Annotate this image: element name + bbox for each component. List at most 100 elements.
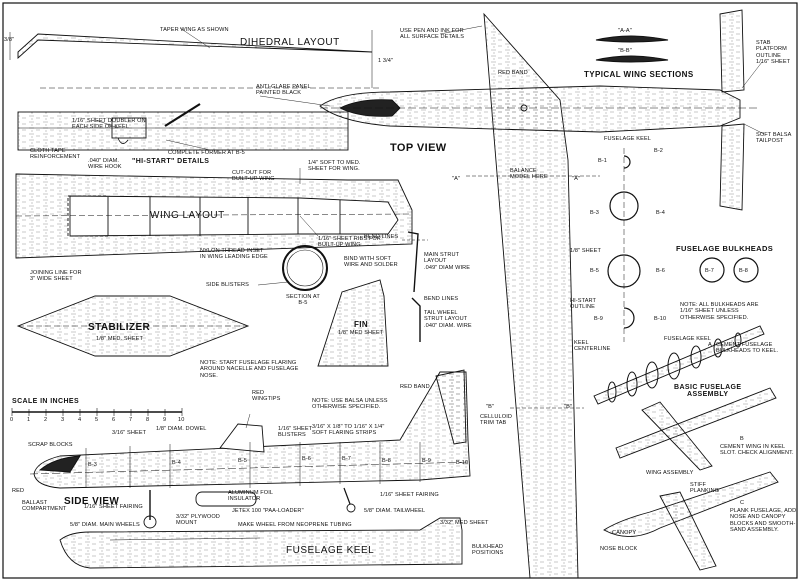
bulkhead-shapes xyxy=(607,148,759,342)
cut-marker-b-right: "B" xyxy=(564,404,573,410)
dim-dihedral-left: 3/8" xyxy=(4,37,15,43)
note-wire-hook: .040" DIAM. WIRE HOOK xyxy=(88,158,122,171)
step-b-marker: B xyxy=(740,436,744,442)
fin-material: 1/8" MED SHEET xyxy=(338,330,384,336)
side-b4: B-4 xyxy=(172,460,182,466)
note-pen-ink: USE PEN AND INK FOR ALL SURFACE DETAILS xyxy=(400,28,465,41)
note-bend-lines-1: BEND LINES xyxy=(364,234,399,240)
side-view-drawing xyxy=(29,369,471,529)
note-cloth-tape: CLOTH TAPE REINFORCEMENT xyxy=(30,148,81,161)
note-sheet-doubler: 1/16" SHEET DOUBLER ON EACH SIDE OF KEEL xyxy=(72,118,146,131)
side-view-title: SIDE VIEW xyxy=(64,496,120,507)
hi-start-title: "HI-START" DETAILS xyxy=(132,158,210,165)
note-fuselage-keel-top: FUSELAGE KEEL xyxy=(604,136,652,142)
side-b9: B-9 xyxy=(422,458,432,464)
scale-tick-2: 2 xyxy=(44,417,48,423)
note-plank-fuselage: PLANK FUSELAGE, ADD NOSE AND CANOPY BLOC… xyxy=(730,508,797,534)
bulkhead-b7: B-7 xyxy=(705,268,715,274)
note-tailwheel: 5/8" DIAM. TAILWHEEL xyxy=(364,508,426,514)
note-keel-centerline: KEEL CENTERLINE xyxy=(574,340,611,353)
note-balsa: NOTE: USE BALSA UNLESS OTHERWISE SPECIFI… xyxy=(312,398,388,411)
note-cement-bulkheads: CEMENT FUSELAGE BULKHEADS TO KEEL. xyxy=(716,342,779,355)
scale-tick-10: 10 xyxy=(178,417,185,423)
scale-tick-9: 9 xyxy=(163,417,167,423)
step-a-marker: A xyxy=(708,342,712,348)
note-nose-block: NOSE BLOCK xyxy=(600,546,638,552)
note-red-band-side: RED BAND xyxy=(400,384,430,390)
side-b10: B-10 xyxy=(456,460,469,466)
scale-tick-6: 6 xyxy=(112,417,116,423)
step-c-marker: C xyxy=(740,500,745,506)
note-joining-line: JOINING LINE FOR 3" WIDE SHEET xyxy=(30,270,82,283)
dim-dihedral-height: 1 3/4" xyxy=(378,58,394,64)
note-neoprene: MAKE WHEEL FROM NEOPRENE TUBING xyxy=(238,522,352,528)
scale-tick-8: 8 xyxy=(146,417,150,423)
note-eighth-sheet: 1/8" SHEET xyxy=(570,248,601,254)
wing-layout-drawing xyxy=(15,173,413,259)
leader-lines xyxy=(95,25,765,429)
note-fairing-right: 1/16" SHEET FAIRING xyxy=(380,492,439,498)
bulkhead-b2: B-2 xyxy=(654,148,664,154)
top-view-drawing xyxy=(319,9,760,579)
side-b3: B-3 xyxy=(88,462,98,468)
scale-tick-5: 5 xyxy=(95,417,99,423)
scale-tick-0: 0 xyxy=(10,417,14,423)
bulkhead-b5: B-5 xyxy=(590,268,600,274)
fin-title: FIN xyxy=(354,320,369,329)
note-plywood: 3/32" PLYWOOD MOUNT xyxy=(176,514,220,527)
note-main-wheels: 5/8" DIAM. MAIN WHEELS xyxy=(70,522,140,528)
top-view-title: TOP VIEW xyxy=(390,142,447,154)
strut-layouts xyxy=(402,231,428,342)
fuselage-keel-drawing xyxy=(59,517,463,569)
note-cut-out: CUT-OUT FOR BUILT-UP WING xyxy=(232,170,275,183)
wing-sections-title: TYPICAL WING SECTIONS xyxy=(584,70,694,79)
side-b7: B-7 xyxy=(342,456,352,462)
note-anti-glare: ANTI-GLARE PANEL PAINTED BLACK xyxy=(256,84,311,97)
scale-bar-drawing xyxy=(11,408,183,416)
bulkhead-b8: B-8 xyxy=(739,268,749,274)
side-b5: B-5 xyxy=(238,458,248,464)
section-b5-title: SECTION AT B-5 xyxy=(286,294,320,307)
scale-tick-7: 7 xyxy=(129,417,133,423)
note-sheet-blisters: 1/16" SHEET BLISTERS xyxy=(278,426,313,439)
side-b6: B-6 xyxy=(302,456,312,462)
scale-tick-3: 3 xyxy=(61,417,65,423)
note-soft-balsa: SOFT BALSA TAILPOST xyxy=(756,132,792,145)
scale-tick-4: 4 xyxy=(78,417,82,423)
bulkhead-b6: B-6 xyxy=(656,268,666,274)
scale-tick-1: 1 xyxy=(27,417,31,423)
note-nylon-thread: NYLON THREAD INSET IN WING LEADING EDGE xyxy=(200,248,268,261)
note-balance: BALANCE MODEL HERE xyxy=(510,168,548,181)
bulkhead-b3: B-3 xyxy=(590,210,600,216)
note-dowel: 1/8" DIAM. DOWEL xyxy=(156,426,207,432)
fuselage-assembly-drawings xyxy=(593,325,779,571)
dihedral-layout-drawing xyxy=(9,30,380,89)
fin-drawing xyxy=(317,279,389,367)
note-wing-assembly: WING ASSEMBLY xyxy=(646,470,694,476)
note-ballast: BALLAST COMPARTMENT xyxy=(22,500,67,513)
cut-marker-b-left: "B" xyxy=(486,404,495,410)
fuselage-bulkheads-title: FUSELAGE BULKHEADS xyxy=(676,244,774,253)
note-ribs: 1/16" SHEET RIBS FOR BUILT-UP WING xyxy=(318,236,381,249)
note-scrap-blocks: SCRAP BLOCKS xyxy=(28,442,73,448)
note-bind-wire: BIND WITH SOFT WIRE AND SOLDER xyxy=(344,256,398,269)
note-aluminum: ALUMINUM FOIL INSULATOR xyxy=(228,490,274,503)
note-taper-wing: TAPER WING AS SHOWN xyxy=(160,27,229,33)
basic-assembly-title: BASIC FUSELAGE ASSEMBLY xyxy=(674,384,742,398)
cut-marker-a-left: "A" xyxy=(452,176,461,182)
wing-section-profiles xyxy=(595,35,669,63)
dihedral-layout-title: DIHEDRAL LAYOUT xyxy=(240,37,340,48)
note-jetex: JETEX 100 "PAA-LOADER" xyxy=(232,508,304,514)
note-soft-med: 1/4" SOFT TO MED. SHEET FOR WING. xyxy=(308,160,361,173)
note-stab-platform: STAB PLATFORM OUTLINE 1/16" SHEET xyxy=(756,40,791,66)
note-3-16-sheet: 3/16" SHEET xyxy=(112,430,147,436)
wing-layout-title: WING LAYOUT xyxy=(150,210,225,221)
note-stiff-planking: STIFF PLANKING xyxy=(690,482,720,495)
side-b8: B-8 xyxy=(382,458,392,464)
note-canopy: CANOPY xyxy=(612,530,637,536)
note-med-sheet: 3/32" MED SHEET xyxy=(440,520,489,526)
section-bb-label: "B-B" xyxy=(618,48,632,54)
